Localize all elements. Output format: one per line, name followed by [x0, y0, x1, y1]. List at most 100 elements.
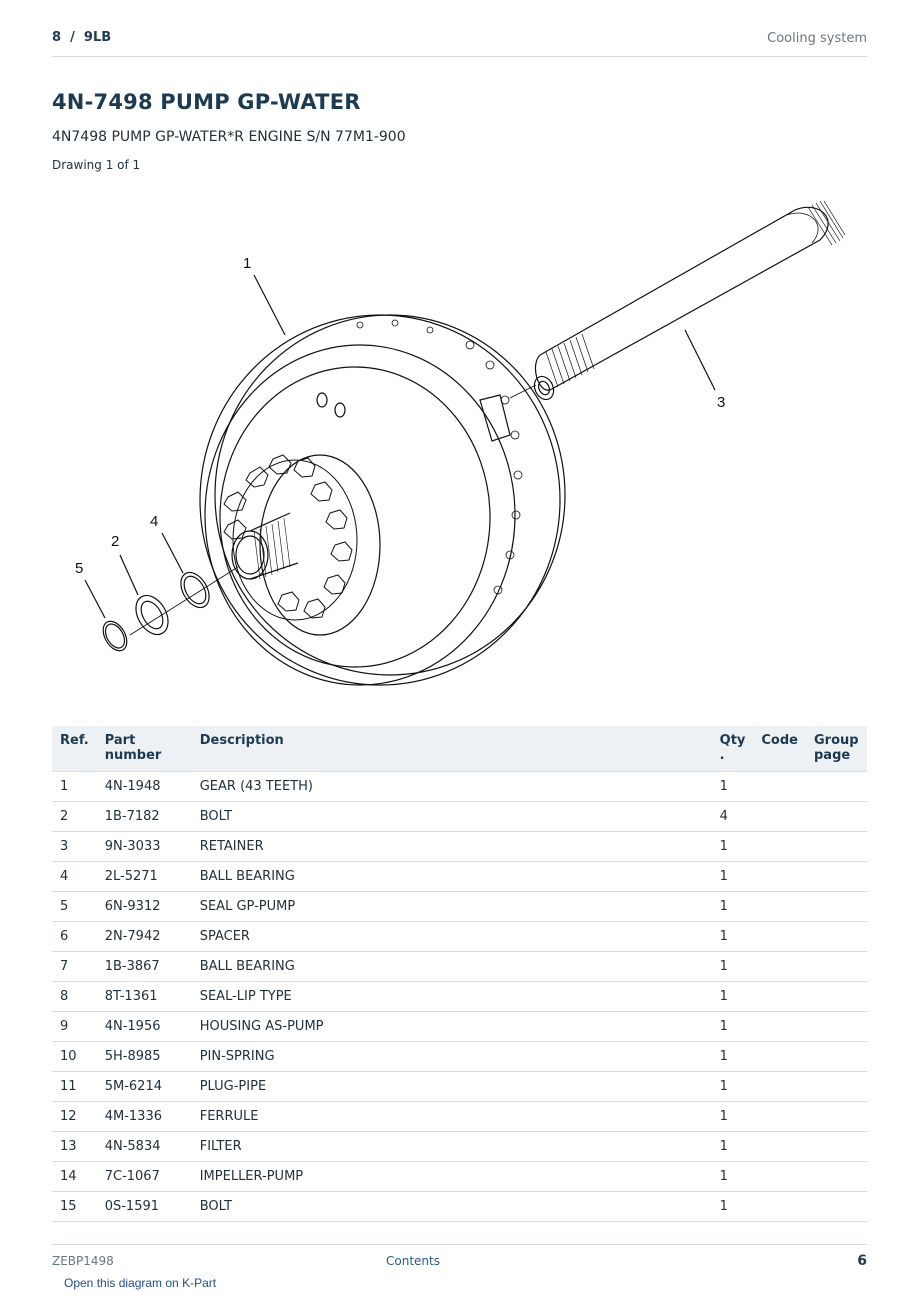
cell-group-page	[806, 831, 867, 862]
cell-ref: 6	[52, 921, 97, 952]
cell-qty: 1	[711, 1071, 754, 1102]
cell-description: BALL BEARING	[191, 861, 712, 892]
breadcrumb: 8 / 9LB	[52, 30, 112, 45]
cell-code	[753, 771, 806, 802]
cell-part-number: 4N-1956	[96, 1011, 192, 1042]
cell-qty: 1	[711, 951, 754, 982]
exploded-parts-diagram: 1 2 3 4 5	[75, 200, 846, 686]
cell-code	[753, 1011, 806, 1042]
cell-description: BALL BEARING	[191, 951, 712, 982]
cell-code	[753, 801, 806, 832]
cell-part-number: 2L-5271	[96, 861, 192, 892]
pump-housing	[199, 314, 566, 686]
page-title: 4N-7498 PUMP GP-WATER	[52, 90, 361, 114]
cell-ref: 2	[52, 801, 97, 832]
callout-labels: 1 2 3 4 5	[75, 255, 725, 577]
cell-part-number: 5M-6214	[96, 1071, 192, 1102]
cell-group-page	[806, 1101, 867, 1132]
shaft	[533, 200, 846, 401]
cell-description: FILTER	[191, 1131, 712, 1162]
cell-qty: 1	[711, 831, 754, 862]
cell-qty: 1	[711, 981, 754, 1012]
cell-ref: 3	[52, 831, 97, 862]
ring-4	[180, 571, 210, 609]
cell-description: FERRULE	[191, 1101, 712, 1132]
cell-part-number: 0S-1591	[96, 1191, 192, 1222]
cell-qty: 1	[711, 1161, 754, 1192]
col-ref: Ref.	[60, 733, 89, 748]
callout-3: 3	[717, 394, 725, 411]
cell-ref: 8	[52, 981, 97, 1012]
cell-ref: 13	[52, 1131, 97, 1162]
cell-code	[753, 1191, 806, 1222]
cell-code	[753, 1161, 806, 1192]
cell-part-number: 9N-3033	[96, 831, 192, 862]
bolt-ring	[223, 454, 358, 621]
cell-qty: 1	[711, 1011, 754, 1042]
parts-table: Ref. Part number Description Qty . Code …	[52, 726, 867, 1222]
drawing-counter: Drawing 1 of 1	[52, 158, 141, 172]
cell-group-page	[806, 1071, 867, 1102]
cell-ref: 11	[52, 1071, 97, 1102]
cell-ref: 5	[52, 891, 97, 922]
cell-description: GEAR (43 TEETH)	[191, 771, 712, 802]
col-part-number: Part number	[104, 733, 162, 763]
cell-description: SPACER	[191, 921, 712, 952]
cell-group-page	[806, 1131, 867, 1162]
contents-link[interactable]: Contents	[386, 1254, 440, 1268]
cell-ref: 9	[52, 1011, 97, 1042]
cell-description: PIN-SPRING	[191, 1041, 712, 1072]
cell-code	[753, 951, 806, 982]
cell-description: BOLT	[191, 1191, 712, 1222]
page-footer: ZEBP1498 Contents 6	[52, 1244, 867, 1275]
cell-ref: 15	[52, 1191, 97, 1222]
col-code: Code	[761, 733, 798, 748]
cell-code	[753, 861, 806, 892]
col-group-page: Group page	[814, 733, 859, 763]
cell-qty: 1	[711, 861, 754, 892]
col-description: Description	[199, 733, 284, 748]
cell-code	[753, 1131, 806, 1162]
cell-group-page	[806, 771, 867, 802]
cell-group-page	[806, 951, 867, 982]
document-id: ZEBP1498	[52, 1254, 114, 1268]
ring-2	[135, 594, 169, 636]
cell-qty: 1	[711, 1131, 754, 1162]
front-spline	[231, 512, 299, 580]
cell-group-page	[806, 981, 867, 1012]
cell-code	[753, 921, 806, 952]
cell-part-number: 1B-7182	[96, 801, 192, 832]
cell-code	[753, 1041, 806, 1072]
cell-ref: 10	[52, 1041, 97, 1072]
open-kpart-link[interactable]: Open this diagram on K-Part	[64, 1276, 217, 1290]
cell-qty: 1	[711, 1041, 754, 1072]
callout-2: 2	[111, 533, 119, 550]
cell-part-number: 1B-3867	[96, 951, 192, 982]
section-title: Cooling system	[767, 31, 867, 46]
callout-1: 1	[243, 255, 251, 272]
cell-code	[753, 891, 806, 922]
cell-part-number: 4M-1336	[96, 1101, 192, 1132]
cell-ref: 1	[52, 771, 97, 802]
page-subtitle: 4N7498 PUMP GP-WATER*R ENGINE S/N 77M1-9…	[52, 129, 406, 145]
cell-part-number: 7C-1067	[96, 1161, 192, 1192]
cell-ref: 12	[52, 1101, 97, 1132]
cell-description: PLUG-PIPE	[191, 1071, 712, 1102]
cell-description: IMPELLER-PUMP	[191, 1161, 712, 1192]
cell-part-number: 4N-5834	[96, 1131, 192, 1162]
cell-description: SEAL GP-PUMP	[191, 891, 712, 922]
callout-4: 4	[150, 513, 158, 530]
cell-description: SEAL-LIP TYPE	[191, 981, 712, 1012]
